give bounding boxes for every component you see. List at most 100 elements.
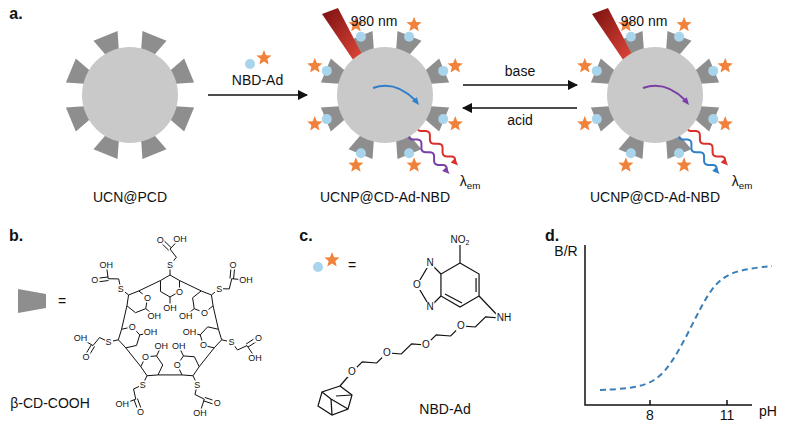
atom-label: O [90, 276, 99, 285]
text-label: 980 nm [621, 14, 668, 29]
reaction-arrow [463, 84, 577, 86]
particle-name: UCNP@CD-Ad-NBD [310, 189, 460, 205]
nanoparticle-node: UCNP@CD-Ad-NBD [310, 40, 460, 205]
atom-label: O [173, 361, 182, 370]
adamantane-dot [592, 66, 602, 76]
atom-label: O [81, 353, 90, 362]
atom-label: O [382, 348, 392, 358]
energy-transfer-arrowhead [682, 97, 689, 105]
atom-label: S [105, 338, 113, 347]
adamantane-dot [356, 32, 366, 42]
particle-shape [310, 40, 460, 160]
adamantane-dot [592, 114, 602, 124]
panel-letter: d. [545, 227, 559, 245]
text-label: = [58, 294, 66, 309]
nbd-star [577, 58, 592, 72]
atom-label: OH [171, 342, 187, 351]
upconversion-core [607, 47, 703, 143]
adamantane-dot [404, 148, 414, 158]
text-label: λem [732, 174, 753, 189]
chemical-bond [122, 306, 127, 329]
atom-label: O [175, 287, 184, 296]
nbd-star [406, 17, 421, 31]
atom-label: O [128, 322, 137, 331]
particle-name: UCN@PCD [55, 189, 205, 205]
nanoparticle-node: UCN@PCD [55, 40, 205, 205]
atom-label: S [215, 284, 223, 293]
text-label: λem [460, 174, 481, 189]
nbd-star [256, 50, 271, 64]
adamantane-dot [674, 148, 684, 158]
atom-label: O [456, 321, 466, 331]
panel-letter: a. [9, 5, 22, 23]
nbd-star [307, 58, 322, 72]
atom-label: O [347, 367, 357, 377]
nbd-star [676, 17, 691, 31]
axis-line [649, 400, 651, 405]
atom-label: S [117, 284, 125, 293]
adamantane-dot [404, 32, 414, 42]
text-label: pH [759, 404, 777, 419]
chemical-bond [336, 395, 352, 396]
atom-label: OH [162, 304, 178, 313]
adamantane-dot [708, 114, 718, 124]
emission-arrowhead [451, 158, 458, 165]
atom-label: O [136, 407, 145, 416]
panel-letter: c. [299, 227, 312, 245]
atom-label: S [193, 380, 201, 389]
adamantane-dot [322, 114, 332, 124]
atom-label: OH [154, 342, 170, 351]
atom-label: OH [182, 328, 198, 337]
adamantane-dot [674, 32, 684, 42]
emission-wave [417, 125, 455, 163]
emission-arrowhead [721, 158, 728, 165]
text-label: 8 [646, 408, 654, 423]
chemical-bond [126, 348, 141, 367]
particle-name: UCNP@CD-Ad-NBD [580, 189, 730, 205]
nbd-star [348, 157, 363, 171]
atom-label: O [199, 341, 208, 350]
nanoparticle-node: UCNP@CD-Ad-NBD [580, 40, 730, 205]
atom-label: O [143, 293, 152, 302]
atom-label: O [412, 280, 422, 290]
energy-transfer-arrow [373, 86, 415, 100]
atom-label: OH [73, 334, 89, 343]
chemical-bond [158, 374, 182, 375]
chemical-bond [441, 263, 479, 307]
nbd-star [718, 58, 733, 72]
atom-label: NH [496, 313, 512, 323]
nbd-star [718, 116, 733, 130]
nbd-star [448, 116, 463, 130]
particle-shape [55, 40, 205, 160]
atom-label: OH [192, 408, 208, 417]
atom-label: OH [247, 353, 263, 362]
atom-label: OH [178, 311, 194, 320]
emission-wave [687, 125, 725, 163]
chemical-bond [318, 386, 352, 415]
text-label: 980 nm [351, 14, 398, 29]
emission-arrowhead [712, 167, 719, 174]
atom-label: O [156, 235, 165, 244]
adamantane-dot [356, 148, 366, 158]
nbd-star [618, 157, 633, 171]
adamantane-dot [438, 114, 448, 124]
chemical-bond [213, 306, 218, 329]
chemical-bond [331, 399, 332, 415]
nbd-star [324, 252, 339, 266]
atom-label: S [227, 338, 235, 347]
energy-transfer-arrowhead [412, 97, 419, 105]
cyclodextrin-icon [18, 289, 46, 313]
adamantane-dot [438, 66, 448, 76]
nbd-star [406, 157, 421, 171]
emission-wave [679, 133, 717, 171]
chemical-bond [352, 317, 500, 372]
upconversion-core [82, 47, 178, 143]
atom-label: OH [98, 260, 114, 269]
atom-label: S [139, 380, 147, 389]
adamantane-dot [322, 66, 332, 76]
atom-label: OH [147, 311, 163, 320]
arrow-label: NBD-Ad [230, 73, 285, 88]
atom-label: S [166, 261, 174, 270]
atom-label: N [425, 258, 434, 268]
chemical-bond [322, 392, 348, 409]
